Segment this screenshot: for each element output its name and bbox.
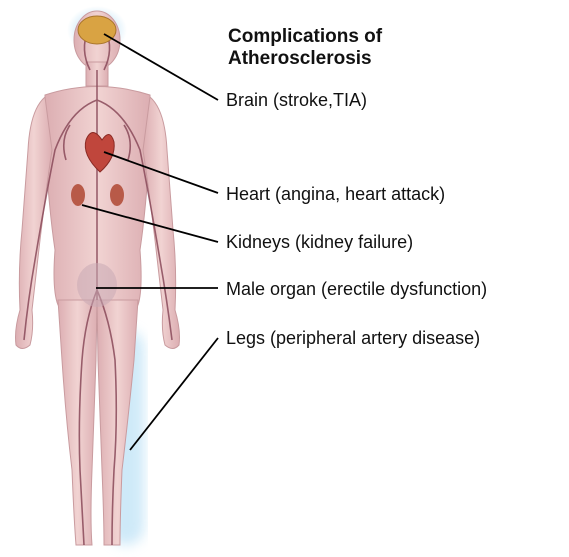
brain-icon [78, 16, 116, 44]
diagram-title: Complications of Atherosclerosis [228, 26, 528, 70]
left-kidney-icon [71, 184, 85, 206]
right-kidney-icon [110, 184, 124, 206]
title-line-1: Complications of [228, 26, 528, 48]
pelvic-region [77, 263, 117, 307]
male-organ-label: Male organ (erectile dysfunction) [226, 279, 487, 299]
legs-label: Legs (peripheral artery disease) [226, 328, 480, 348]
brain-label: Brain (stroke,TIA) [226, 90, 367, 110]
kidneys-label: Kidneys (kidney failure) [226, 232, 413, 252]
title-line-2: Atherosclerosis [228, 48, 528, 70]
heart-label: Heart (angina, heart attack) [226, 184, 445, 204]
